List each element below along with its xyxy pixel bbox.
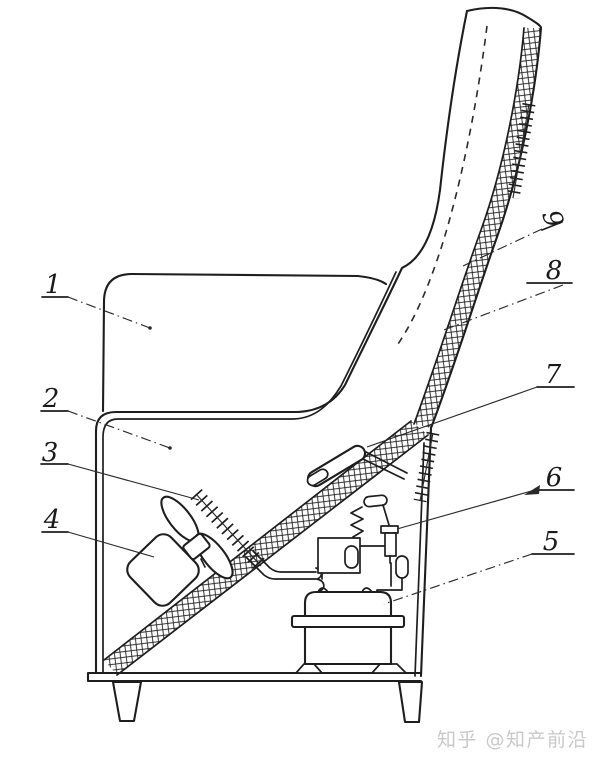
finned-tube-evaporator [190,488,267,572]
callout-2: 2 [40,384,172,450]
callout-7-label: 7 [545,360,562,390]
capsule-outlet-tube [362,451,408,480]
backrest-top-edge [465,6,543,30]
expansion-valve [380,525,399,564]
callout-3: 3 [40,438,200,501]
diagonal-channel-lower-wall [116,434,429,676]
drier-capsule [363,494,388,508]
accumulator-capsule [395,555,409,579]
channel-hidden-edge [397,25,488,345]
callout-6-label: 6 [546,463,563,493]
callout-4: 4 [41,505,155,558]
callout-4-label: 4 [43,505,61,535]
callout-2-label: 2 [42,384,60,414]
callout-1: 1 [41,270,152,330]
base-frame [86,671,423,683]
compressor [290,587,407,674]
capsule-to-valve-tube [382,504,390,526]
backrest-front-face [94,9,469,674]
callout-1-label: 1 [45,270,62,300]
left-leg [111,680,143,723]
finned-tube-upper [506,102,536,200]
leader-arrowhead [524,485,540,495]
callout-8: 8 [440,256,573,332]
finned-tube-lower [413,431,440,503]
fan-assembly [126,495,234,607]
callout-5-label: 5 [543,527,560,557]
callout-6: 6 [396,463,575,530]
air-channel [103,27,541,676]
callouts: 1 2 3 4 5 [40,206,575,605]
evaporator-outlet-pipe [245,550,317,580]
seat-cushion-outline [102,272,388,304]
right-leg [397,680,424,724]
diagonal-channel-hatch [104,421,428,675]
fan-hub [182,532,211,561]
body-right-wall-outer [419,426,433,678]
callout-7: 7 [366,360,575,448]
capsule-heat-exchanger [306,444,367,488]
watermark-text: 知乎 @知产前沿 [436,729,588,751]
fan-hub-link [200,558,206,568]
callout-9-label: 9 [535,206,569,231]
backrest-channel-inner-wall [413,27,525,425]
capillary-coil [350,506,364,541]
callout-8-label: 8 [546,256,563,286]
seat-cushion [101,272,388,413]
callout-3-label: 3 [42,438,59,468]
chair-outline [86,6,543,724]
body-right-wall-inner [414,442,425,677]
seat-cushion-left-edge [101,300,106,413]
junction-cartridge [344,545,359,569]
callout-5: 5 [383,527,575,605]
backrest-front-face-inner [102,271,397,673]
refrigeration-circuit [245,444,409,674]
